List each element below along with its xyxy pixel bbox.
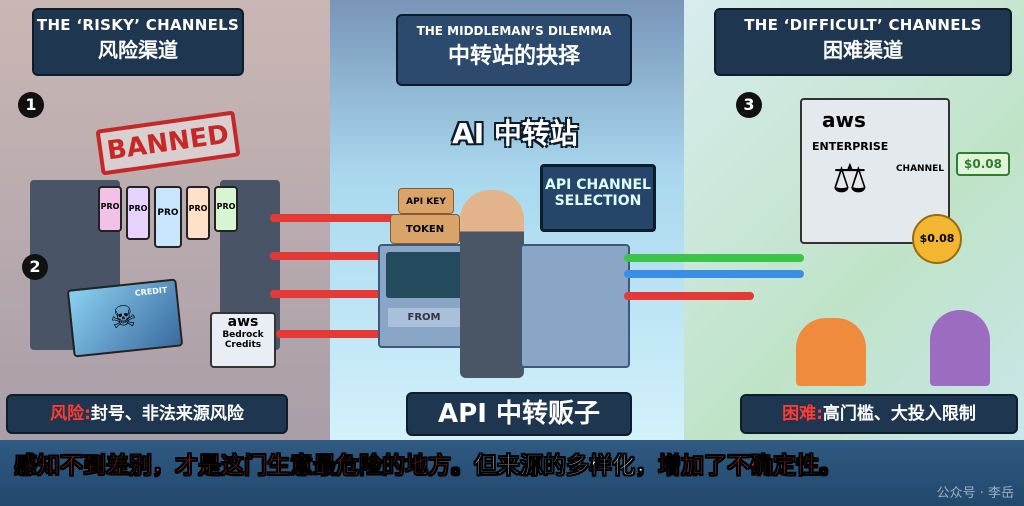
- green-arrow: [624, 254, 804, 262]
- control-console: [520, 244, 630, 368]
- risk-prefix: 风险:: [50, 404, 91, 424]
- risky-title-panel: THE ‘RISKY’ CHANNELS 风险渠道: [32, 8, 244, 76]
- skull-icon: ☠: [108, 298, 139, 337]
- aws-logo-text: aws: [822, 108, 866, 132]
- risky-title-en: THE ‘RISKY’ CHANNELS: [36, 16, 240, 34]
- phones-row: PRO PRO PRO PRO PRO: [98, 186, 238, 248]
- channel-selection-screen: API CHANNEL SELECTION: [540, 164, 656, 232]
- phone: PRO: [126, 186, 150, 240]
- difficult-title-en: THE ‘DIFFICULT’ CHANNELS: [744, 16, 982, 34]
- aws-bedrock-credits: aws Bedrock Credits: [210, 312, 276, 368]
- api-key-box: API KEY: [398, 188, 454, 214]
- enterprise-label: ENTERPRISE: [812, 140, 889, 153]
- phone: PRO: [186, 186, 210, 240]
- difficult-title-panel: THE ‘DIFFICULT’ CHANNELS 困难渠道: [714, 8, 1012, 76]
- phone: PRO: [154, 186, 182, 248]
- price-tag: $0.08: [956, 152, 1010, 176]
- badge-2: 2: [22, 254, 48, 280]
- phone: PRO: [98, 186, 122, 232]
- credit-card: CREDIT ☠: [66, 278, 184, 358]
- badge-1: 1: [18, 92, 44, 118]
- difficulty-prefix: 困难:: [782, 404, 823, 424]
- blue-arrow: [624, 270, 804, 278]
- middleman-footer: API 中转贩子: [406, 392, 632, 436]
- red-arrow: [276, 330, 410, 338]
- middleman-title-en: THE MIDDLEMAN’S DILEMMA: [416, 24, 612, 38]
- red-arrow: [270, 252, 410, 260]
- difficulty-summary: 困难:高门槛、大投入限制: [740, 394, 1018, 434]
- station-sign: AI 中转站: [452, 117, 578, 150]
- person-laptop: [796, 318, 866, 386]
- card-label: CREDIT: [134, 285, 168, 298]
- token-box: TOKEN: [390, 214, 460, 244]
- risky-title-zh: 风险渠道: [98, 38, 178, 62]
- router-machine: FROM: [378, 244, 470, 348]
- red-arrow: [270, 214, 410, 222]
- middleman-figure: [460, 190, 524, 378]
- difficult-title-zh: 困难渠道: [823, 38, 903, 62]
- caption: 感知不到差别，才是这门生意最危险的地方。但来源的多样化，增加了不确定性。: [14, 452, 843, 480]
- scale-icon: ⚖: [832, 156, 868, 202]
- risk-summary: 风险:封号、非法来源风险: [6, 394, 288, 434]
- person-phone: [930, 310, 990, 386]
- watermark: 公众号 · 李岳: [936, 486, 1014, 501]
- red-arrow: [624, 292, 754, 300]
- aws-logo-text: aws: [227, 314, 259, 330]
- caption-part-1: 感知不到差别，才是这门生意最危险的地方。: [14, 453, 475, 480]
- badge-3: 3: [736, 92, 762, 118]
- screen-text: API CHANNEL SELECTION: [545, 177, 651, 209]
- channel-label: CHANNEL: [895, 164, 944, 174]
- middleman-title-zh: 中转站的抉择: [447, 44, 580, 69]
- coin-stack: $0.08: [912, 214, 962, 264]
- caption-part-3: 增加了不确定性。: [658, 453, 843, 480]
- red-arrow: [270, 290, 410, 298]
- bedrock-credits-label: Bedrock Credits: [222, 330, 264, 350]
- from-label: FROM: [388, 308, 460, 327]
- caption-part-2: 但来源的多样化，: [474, 453, 659, 480]
- middleman-title-panel: THE MIDDLEMAN’S DILEMMA 中转站的抉择: [396, 14, 632, 86]
- phone: PRO: [214, 186, 238, 232]
- caption-bar: [0, 440, 1024, 506]
- risk-text: 封号、非法来源风险: [90, 404, 244, 424]
- difficulty-text: 高门槛、大投入限制: [822, 404, 976, 424]
